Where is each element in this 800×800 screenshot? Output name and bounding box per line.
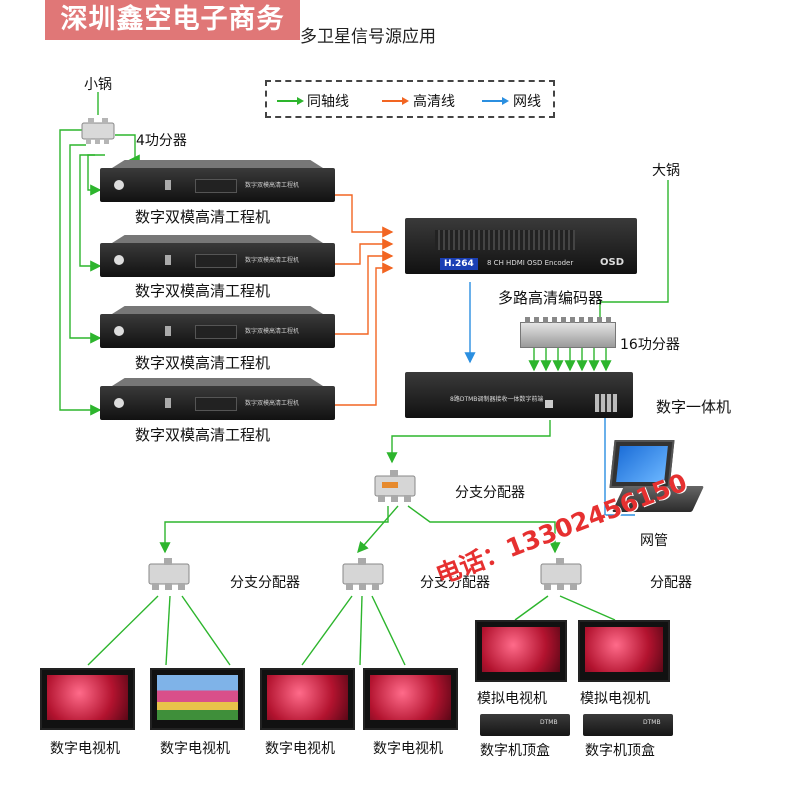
stb-brand: DTMB <box>540 719 558 726</box>
legend-hd: 高清线 <box>413 94 455 110</box>
analog-tv-2 <box>578 620 670 682</box>
receiver-panel-text: 数字双模高清工程机 <box>245 328 300 335</box>
receiver-label-3: 数字双模高清工程机 <box>135 354 271 372</box>
page-title: 多卫星信号源应用 <box>300 27 436 47</box>
legend: 同轴线 高清线 网线 <box>265 80 555 118</box>
port-icon <box>545 400 553 408</box>
branch-splitter-2 <box>340 558 386 590</box>
encoder-label: 多路高清编码器 <box>498 289 604 307</box>
integrated-panel-text: 8路DTMB调制器接收一体数字前端 <box>450 396 544 403</box>
display-panel <box>195 397 237 411</box>
integrated-label: 数字一体机 <box>656 398 732 416</box>
digital-tv-3 <box>260 668 355 730</box>
legend-arrows <box>277 97 509 105</box>
watermark: 深圳鑫空电子商务 <box>45 0 300 40</box>
logo-icon <box>114 398 124 408</box>
branch-splitter-1 <box>146 558 192 590</box>
digital-tv-label-1: 数字电视机 <box>50 741 120 757</box>
ethernet-ports <box>595 394 617 412</box>
splitter-16way-label: 16功分器 <box>620 337 680 353</box>
splitter-4way <box>78 118 118 144</box>
stb-2: DTMB <box>583 714 673 736</box>
branch-2-label: 分支分配器 <box>420 575 490 591</box>
digital-tv-label-4: 数字电视机 <box>373 741 443 757</box>
display-panel <box>195 179 237 193</box>
receiver-label-1: 数字双模高清工程机 <box>135 208 271 226</box>
stb-1: DTMB <box>480 714 570 736</box>
stb-label-2: 数字机顶盒 <box>585 743 655 759</box>
receiver-unit-2: 数字双模高清工程机 <box>100 235 335 277</box>
splitter-4way-label: 4功分器 <box>136 133 187 149</box>
legend-coax: 同轴线 <box>307 94 349 110</box>
branch-3-label: 分配器 <box>650 575 692 591</box>
indicator-icon <box>165 180 171 190</box>
vent-grille <box>435 230 575 250</box>
indicator-icon <box>165 326 171 336</box>
display-panel <box>195 325 237 339</box>
digital-tv-2 <box>150 668 245 730</box>
indicator-icon <box>165 398 171 408</box>
receiver-panel-text: 数字双模高清工程机 <box>245 400 300 407</box>
encoder-osd: OSD <box>600 257 625 268</box>
logo-icon <box>114 255 124 265</box>
splitter-16way <box>520 317 616 348</box>
small-dish-label: 小锅 <box>84 77 112 93</box>
receiver-unit-4: 数字双模高清工程机 <box>100 378 335 420</box>
encoder-brand: H.264 <box>440 258 478 270</box>
digital-tv-label-3: 数字电视机 <box>265 741 335 757</box>
receiver-panel-text: 数字双模高清工程机 <box>245 182 300 189</box>
digital-tv-label-2: 数字电视机 <box>160 741 230 757</box>
encoder-model: 8 CH HDMI OSD Encoder <box>487 259 574 267</box>
big-dish-label: 大锅 <box>652 163 680 179</box>
receiver-panel-text: 数字双模高清工程机 <box>245 257 300 264</box>
digital-tv-1 <box>40 668 135 730</box>
branch-splitter-3 <box>538 558 584 590</box>
integrated-unit: 8路DTMB调制器接收一体数字前端 <box>405 372 633 418</box>
logo-icon <box>114 326 124 336</box>
encoder-unit: H.264 8 CH HDMI OSD Encoder OSD <box>405 218 637 274</box>
digital-tv-4 <box>363 668 458 730</box>
indicator-icon <box>165 255 171 265</box>
stb-brand: DTMB <box>643 719 661 726</box>
branch-splitter-main <box>372 470 418 502</box>
analog-tv-1 <box>475 620 567 682</box>
receiver-unit-1: 数字双模高清工程机 <box>100 160 335 202</box>
branch-main-label: 分支分配器 <box>455 485 525 501</box>
legend-net: 网线 <box>513 94 541 110</box>
receiver-label-2: 数字双模高清工程机 <box>135 282 271 300</box>
analog-tv-label-1: 模拟电视机 <box>477 691 547 707</box>
branch-1-label: 分支分配器 <box>230 575 300 591</box>
analog-tv-label-2: 模拟电视机 <box>580 691 650 707</box>
network-label: 网管 <box>640 533 668 549</box>
receiver-unit-3: 数字双模高清工程机 <box>100 306 335 348</box>
logo-icon <box>114 180 124 190</box>
receiver-label-4: 数字双模高清工程机 <box>135 426 271 444</box>
display-panel <box>195 254 237 268</box>
stb-label-1: 数字机顶盒 <box>480 743 550 759</box>
